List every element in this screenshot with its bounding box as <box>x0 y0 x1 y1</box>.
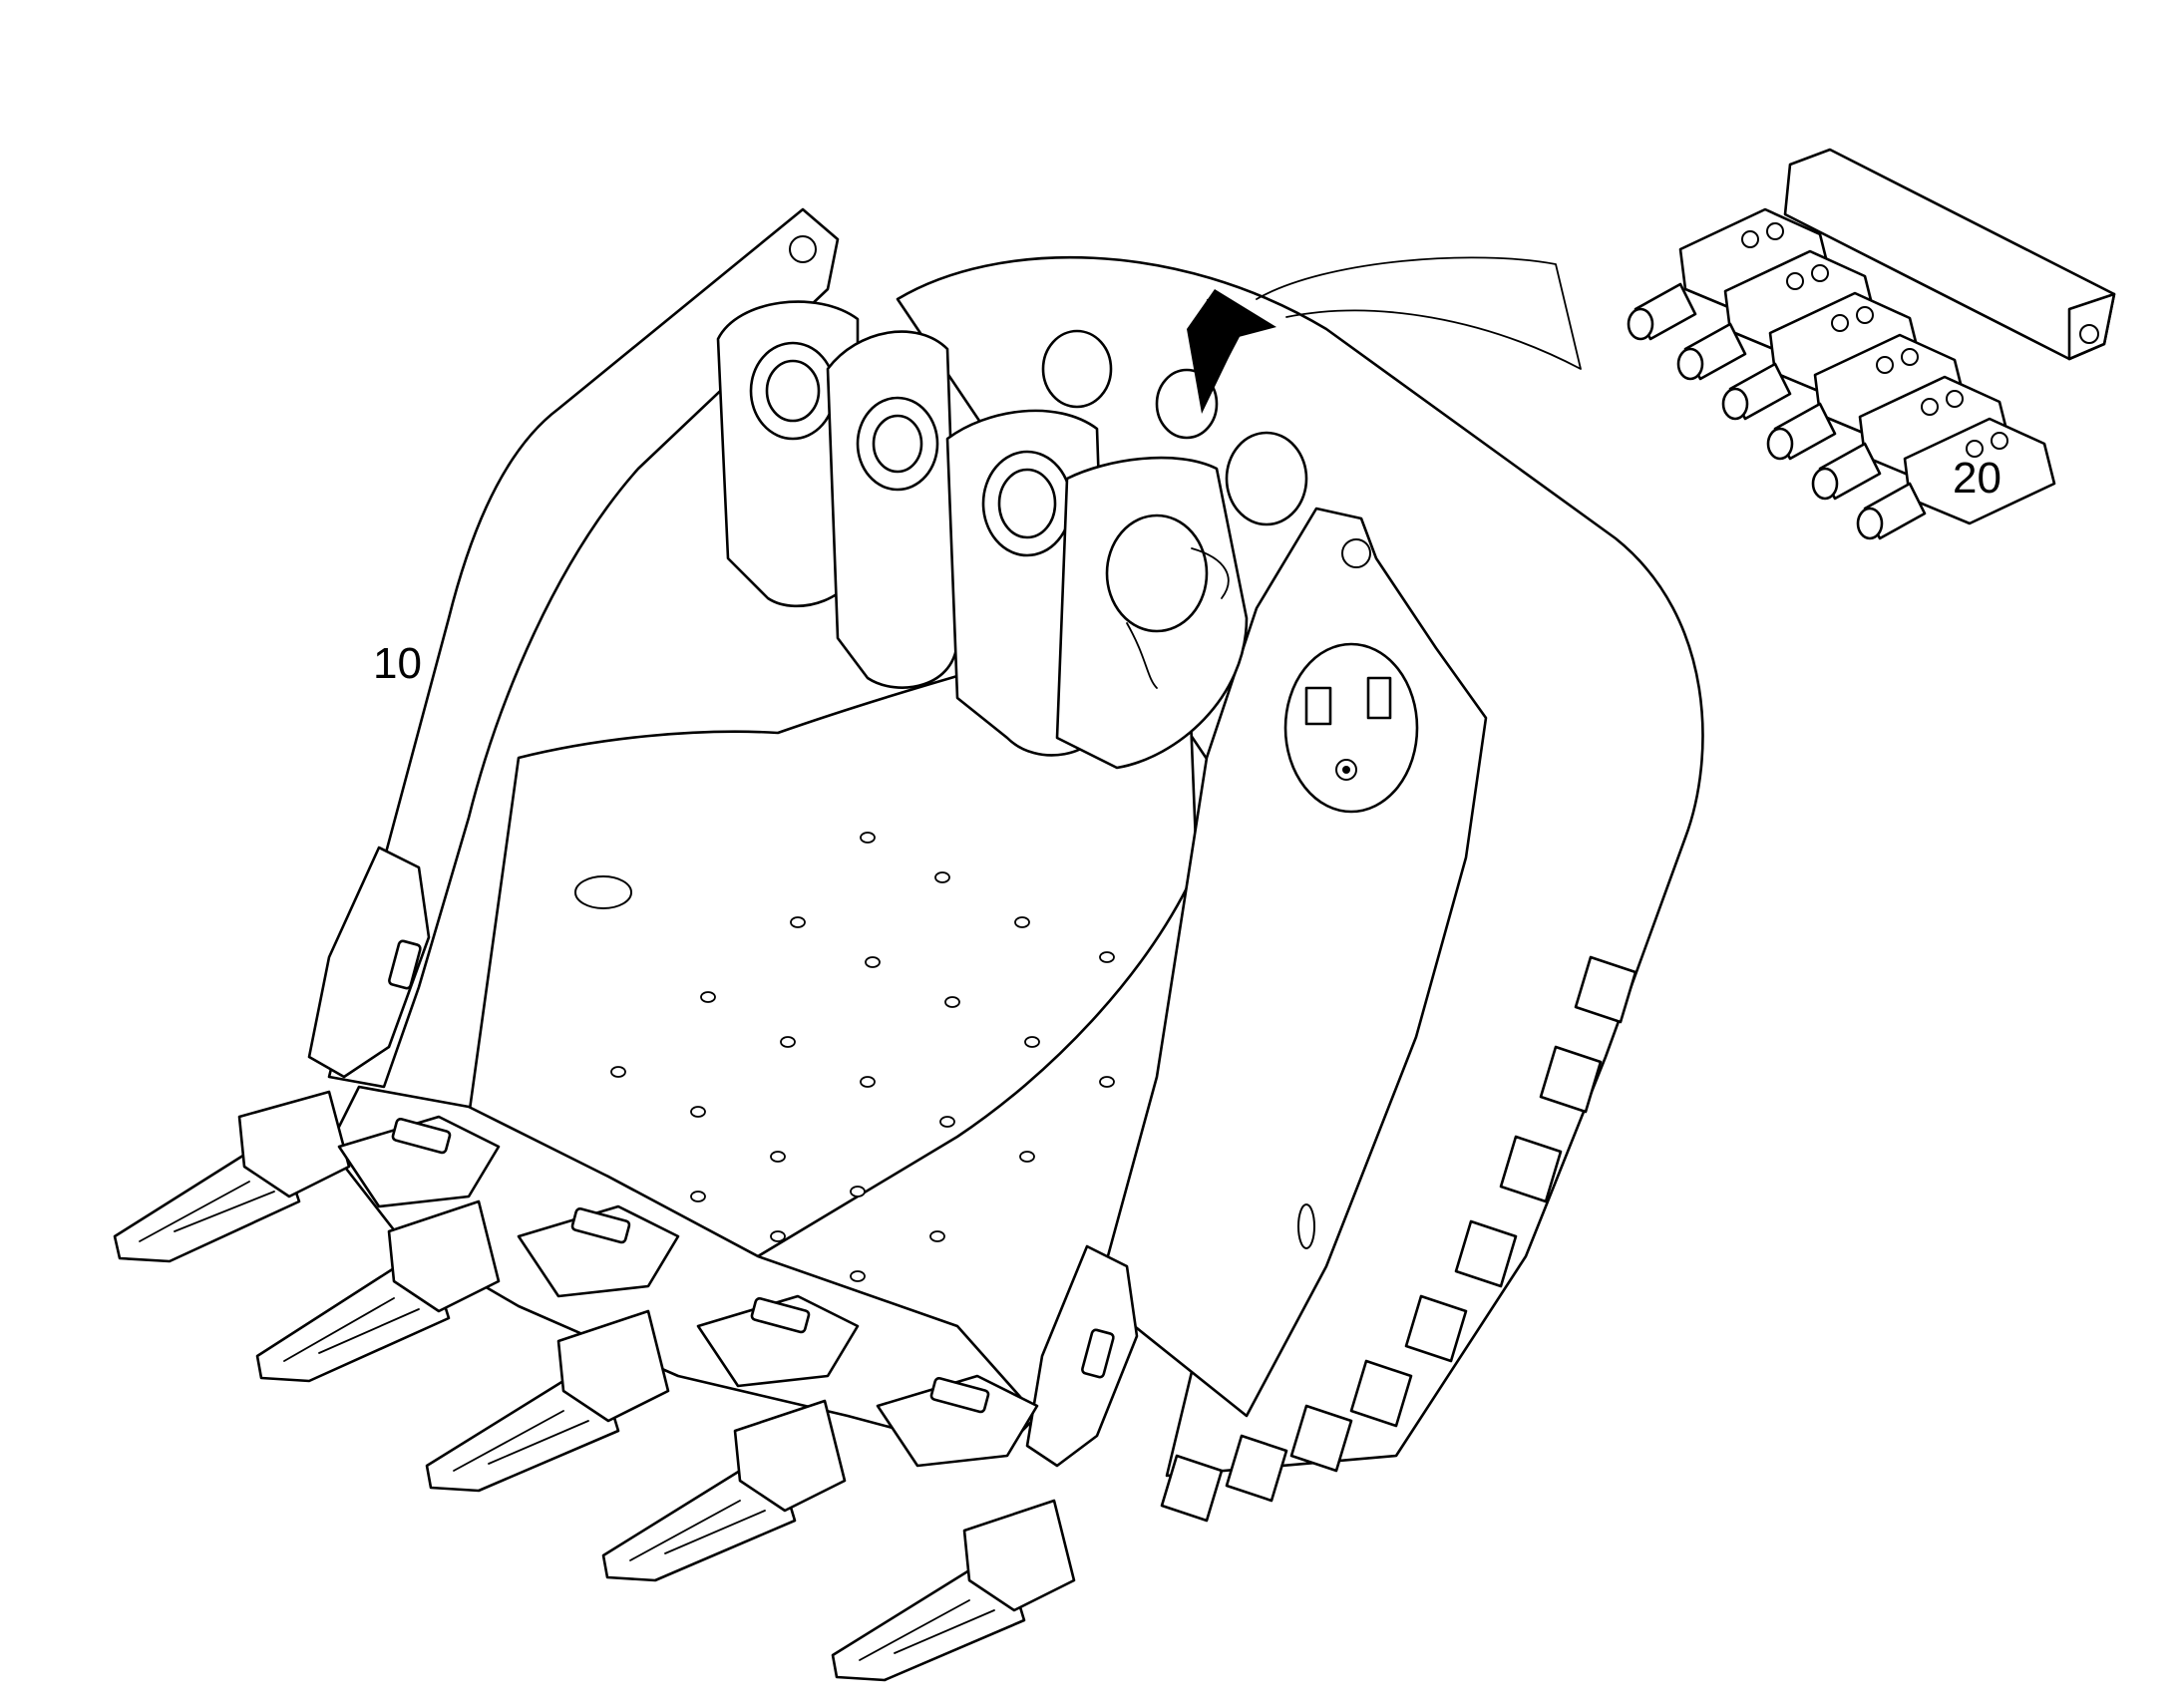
right-side-lift-eye <box>1341 538 1371 568</box>
lube-decal <box>1283 642 1419 814</box>
right-side-cutter <box>1025 1244 1139 1468</box>
callout-bucket: 10 <box>373 639 422 688</box>
right-side-slot <box>1297 1203 1315 1249</box>
callout-manifold: 20 <box>1953 454 2001 503</box>
excavator-bucket <box>307 207 1704 1523</box>
bucket-teeth <box>113 1090 1076 1682</box>
tooth-4 <box>601 1399 847 1582</box>
lubrication-manifold <box>1627 148 2116 540</box>
floor-hole-pattern <box>574 832 1115 1282</box>
left-side-lift-eye <box>789 235 817 263</box>
grease-nipples <box>1627 282 1927 540</box>
lip-shrouds <box>337 1115 1039 1468</box>
tooth-2 <box>255 1199 501 1383</box>
linkage-ears <box>716 300 1308 770</box>
tooth-5 <box>831 1499 1076 1682</box>
location-arrow <box>1187 256 1582 414</box>
left-side-cutter <box>307 846 431 1079</box>
side-wear-pads <box>1160 955 1637 1523</box>
tooth-3 <box>425 1309 670 1493</box>
tooth-1 <box>113 1090 351 1263</box>
arrow-leader-curve <box>1256 256 1582 370</box>
